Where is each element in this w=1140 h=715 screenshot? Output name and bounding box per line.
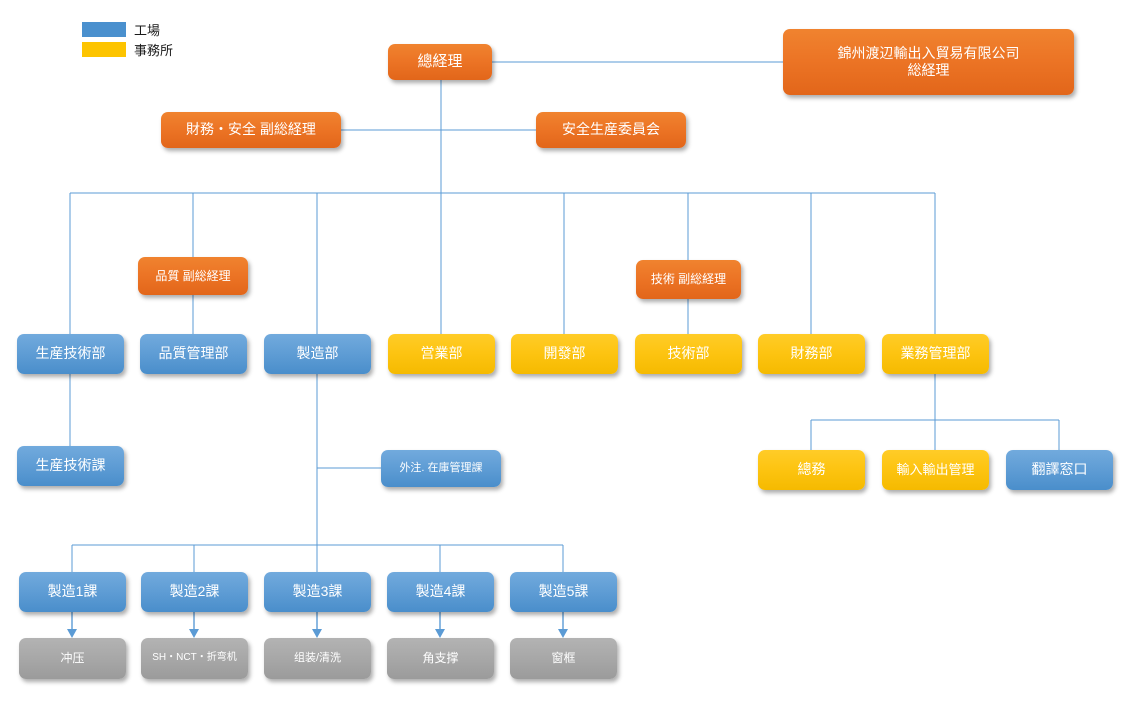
node-label: 財務・安全 副総経理 [186,121,316,138]
node-section-general-affairs[interactable]: 總務 [758,450,865,490]
node-manufacturing-section-4[interactable]: 製造4課 [387,572,494,612]
node-label: 總経理 [417,52,463,70]
node-label: 窗框 [551,651,576,665]
node-safety-production-committee[interactable]: 安全生産委員会 [536,112,686,148]
node-label: 技術 副総経理 [650,272,727,286]
node-dept-production-engineering[interactable]: 生産技術部 [17,334,124,374]
node-process-stamping[interactable]: 冲压 [19,638,126,679]
node-process-sh-nct-bending[interactable]: SH・NCT・折弯机 [141,638,248,679]
node-label: 外注. 在庫管理課 [399,461,483,474]
node-label-line2: 総経理 [907,62,950,78]
node-label-line1: 錦州渡辺輸出入貿易有限公司 [837,44,1020,61]
node-label: 製造5課 [538,583,589,600]
node-section-import-export-management[interactable]: 輸入輸出管理 [882,450,989,490]
legend-swatch-office [82,41,126,57]
node-general-manager[interactable]: 總経理 [388,44,492,80]
node-technology-deputy[interactable]: 技術 副総経理 [636,260,741,299]
node-manufacturing-section-3[interactable]: 製造3課 [264,572,371,612]
node-label: 製造1課 [47,583,98,600]
node-dept-business-admin[interactable]: 業務管理部 [882,334,989,374]
node-label: 輸入輸出管理 [896,461,975,477]
node-label: 財務部 [790,345,833,362]
node-label: 開發部 [543,345,586,362]
node-dept-sales[interactable]: 営業部 [388,334,495,374]
node-label: 總務 [797,461,826,478]
node-process-assembly-cleaning[interactable]: 组装/清洗 [264,638,371,679]
node-label: 品質 副総経理 [155,268,231,283]
legend-item-factory: 工場 [82,20,173,38]
node-dept-development[interactable]: 開發部 [511,334,618,374]
node-label: 製造2課 [169,583,220,600]
legend-swatch-factory [82,21,126,37]
node-process-corner-bracket[interactable]: 角支撑 [387,638,494,679]
node-finance-safety-deputy[interactable]: 財務・安全 副総経理 [161,112,341,148]
node-section-production-engineering[interactable]: 生産技術課 [17,446,124,486]
legend-label-factory: 工場 [134,22,161,38]
node-label: 製造4課 [415,583,466,600]
node-section-translation-desk[interactable]: 翻譯窓口 [1006,450,1113,490]
node-dept-technology[interactable]: 技術部 [635,334,742,374]
node-label: 技術部 [667,345,710,362]
node-label: 安全生産委員会 [562,121,660,138]
legend-item-office: 事務所 [82,40,173,58]
node-label: 组装/清洗 [293,651,342,664]
node-label: 品質管理部 [158,345,229,362]
node-label: 生産技術課 [35,457,106,474]
node-manufacturing-section-1[interactable]: 製造1課 [19,572,126,612]
node-quality-deputy[interactable]: 品質 副総経理 [138,257,248,295]
node-label: 製造部 [296,345,339,362]
node-dept-finance[interactable]: 財務部 [758,334,865,374]
node-manufacturing-section-5[interactable]: 製造5課 [510,572,617,612]
legend: 工場 事務所 [82,20,173,60]
node-label: SH・NCT・折弯机 [152,652,237,664]
node-label: 冲压 [60,651,85,665]
node-manufacturing-section-2[interactable]: 製造2課 [141,572,248,612]
legend-label-office: 事務所 [134,42,174,58]
node-label: 角支撑 [422,651,459,665]
node-section-outsourcing-stock-control[interactable]: 外注. 在庫管理課 [381,450,501,487]
node-process-window-frame[interactable]: 窗框 [510,638,617,679]
node-parent-company[interactable]: 錦州渡辺輸出入貿易有限公司 総経理 [783,29,1074,95]
node-label: 業務管理部 [900,345,971,362]
node-dept-quality-control[interactable]: 品質管理部 [140,334,247,374]
node-label: 翻譯窓口 [1031,461,1088,478]
node-label: 生産技術部 [35,345,106,362]
node-label: 営業部 [420,345,463,362]
node-label: 製造3課 [292,583,343,600]
node-dept-manufacturing[interactable]: 製造部 [264,334,371,374]
